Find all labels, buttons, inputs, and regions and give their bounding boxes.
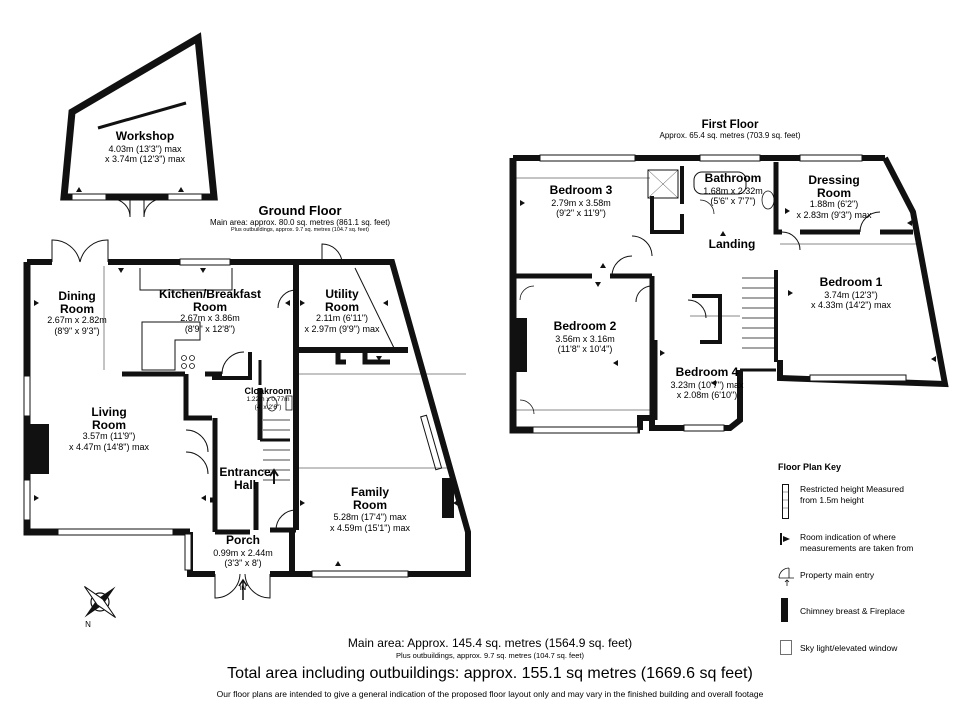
measurement-markers	[34, 187, 936, 566]
key-item: Room indication of where measurements ar…	[778, 532, 940, 553]
key-item: Restricted height Measured from 1.5m hei…	[778, 484, 920, 522]
main-entry-label: IN	[240, 586, 246, 592]
workshop-outline	[60, 32, 218, 218]
room-label-bedroom-2: Bedroom 2 3.56m x 3.16m (11'8" x 10'4")	[553, 319, 617, 355]
measurement-marker-icon	[778, 532, 796, 548]
disclaimer: Our floor plans are intended to give a g…	[216, 689, 764, 699]
key-item: Chimney breast & Fireplace	[778, 598, 905, 624]
main-entry-icon	[778, 566, 796, 590]
chimney-icon	[778, 598, 796, 624]
key-item: Sky light/elevated window	[778, 640, 897, 658]
room-label-bathroom: Bathroom 1.68m x 2.32m (5'6" x 7'7")	[703, 171, 763, 207]
compass-label: N	[85, 620, 91, 629]
first-floor-heading: First Floor Approx. 65.4 sq. metres (703…	[659, 119, 801, 140]
summary-main-area: Main area: Approx. 145.4 sq. metres (156…	[347, 636, 633, 650]
room-label-bedroom-3: Bedroom 3 2.79m x 3.58m (9'2" x 11'9")	[549, 183, 613, 219]
room-label-bedroom-4: Bedroom 4 3.23m (10'7") max x 2.08m (6'1…	[670, 365, 744, 401]
summary-outbuildings: Plus outbuildings, approx. 9.7 sq. metre…	[395, 651, 585, 660]
first-floor-walls	[509, 154, 949, 434]
ground-floor-heading: Ground Floor Main area: approx. 80.0 sq.…	[210, 203, 391, 233]
room-label-workshop: Workshop 4.03m (13'3") max x 3.74m (12'3…	[105, 129, 185, 165]
room-label-landing: Landing	[708, 237, 756, 251]
compass-icon	[84, 586, 116, 618]
room-label-cloakroom: Cloakroom 1.22m x 0.77m (4' x 2'6")	[244, 386, 292, 411]
ground-floor-walls	[23, 239, 471, 600]
floor-plan-key: Floor Plan Key Restricted height Measure…	[778, 462, 978, 655]
room-label-bedroom-1: Bedroom 1 3.74m (12'3") x 4.33m (14'2") …	[811, 275, 891, 311]
summary-total: Total area including outbuildings: appro…	[227, 665, 753, 682]
key-title: Floor Plan Key	[778, 462, 842, 472]
restricted-height-icon	[778, 484, 796, 522]
skylight-icon	[778, 640, 796, 658]
room-label-porch: Porch 0.99m x 2.44m (3'3" x 8')	[213, 533, 273, 569]
key-item: Property main entry	[778, 566, 874, 590]
